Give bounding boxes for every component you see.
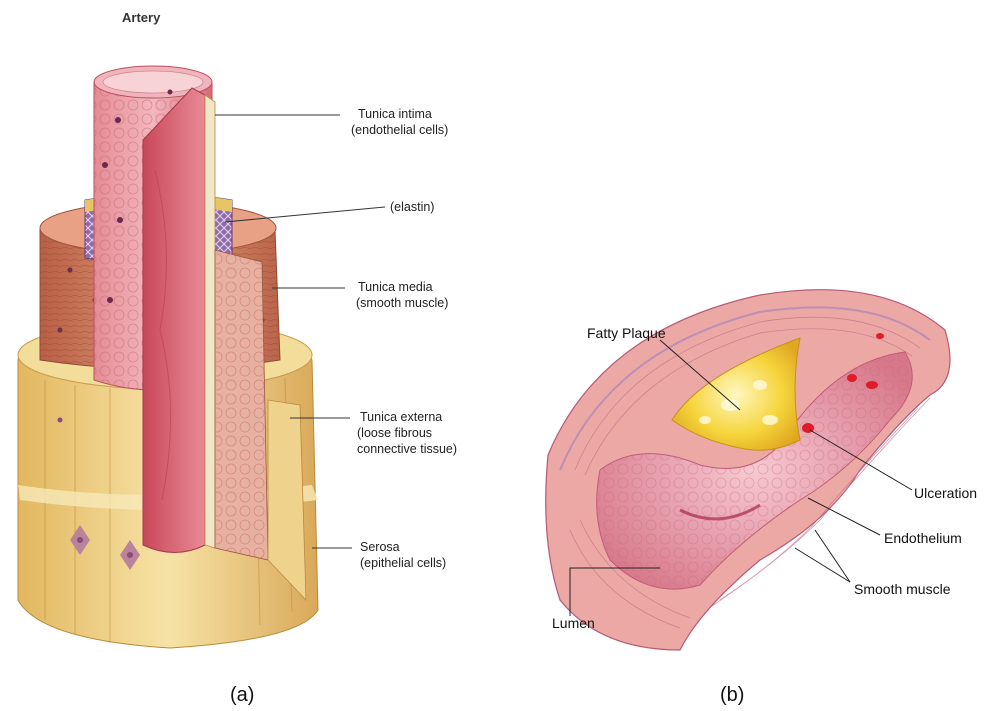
- label-elastin: (elastin): [390, 200, 434, 214]
- panel-a-label-tunica-intima: Tunica intima (endothelial cells): [215, 107, 448, 137]
- panel-a-title: Artery: [122, 10, 161, 25]
- label-serosa-line2: (epithelial cells): [360, 556, 446, 570]
- label-tunica-externa-line2: (loose fibrous: [357, 426, 432, 440]
- label-endothelium: Endothelium: [884, 530, 962, 546]
- label-lumen: Lumen: [552, 615, 595, 631]
- panel-b-caption: (b): [720, 684, 744, 706]
- label-tunica-media-line2: (smooth muscle): [356, 296, 448, 310]
- panel-a-label-tunica-externa: Tunica externa (loose fibrous connective…: [290, 410, 457, 456]
- leader-line: [815, 530, 850, 582]
- label-tunica-intima-line2: (endothelial cells): [351, 123, 448, 137]
- label-tunica-intima-line1: Tunica intima: [358, 107, 432, 121]
- panel-b-plaque-illustration: Fatty Plaque Ulceration Endothelium Smoo…: [546, 290, 977, 706]
- label-serosa-line1: Serosa: [360, 540, 400, 554]
- panel-a-caption: (a): [230, 684, 254, 706]
- label-ulceration: Ulceration: [914, 485, 977, 501]
- panel-a-label-elastin: (elastin): [225, 200, 434, 222]
- leader-line: [795, 548, 850, 582]
- label-fatty-plaque: Fatty Plaque: [587, 325, 666, 341]
- label-smooth-muscle: Smooth muscle: [854, 581, 951, 597]
- panel-a-label-serosa: Serosa (epithelial cells): [312, 540, 446, 570]
- panel-a-artery-illustration: Artery: [18, 10, 457, 706]
- panel-a-label-tunica-media: Tunica media (smooth muscle): [272, 280, 448, 310]
- label-tunica-media-line1: Tunica media: [358, 280, 433, 294]
- label-tunica-externa-line1: Tunica externa: [360, 410, 442, 424]
- label-tunica-externa-line3: connective tissue): [357, 442, 457, 456]
